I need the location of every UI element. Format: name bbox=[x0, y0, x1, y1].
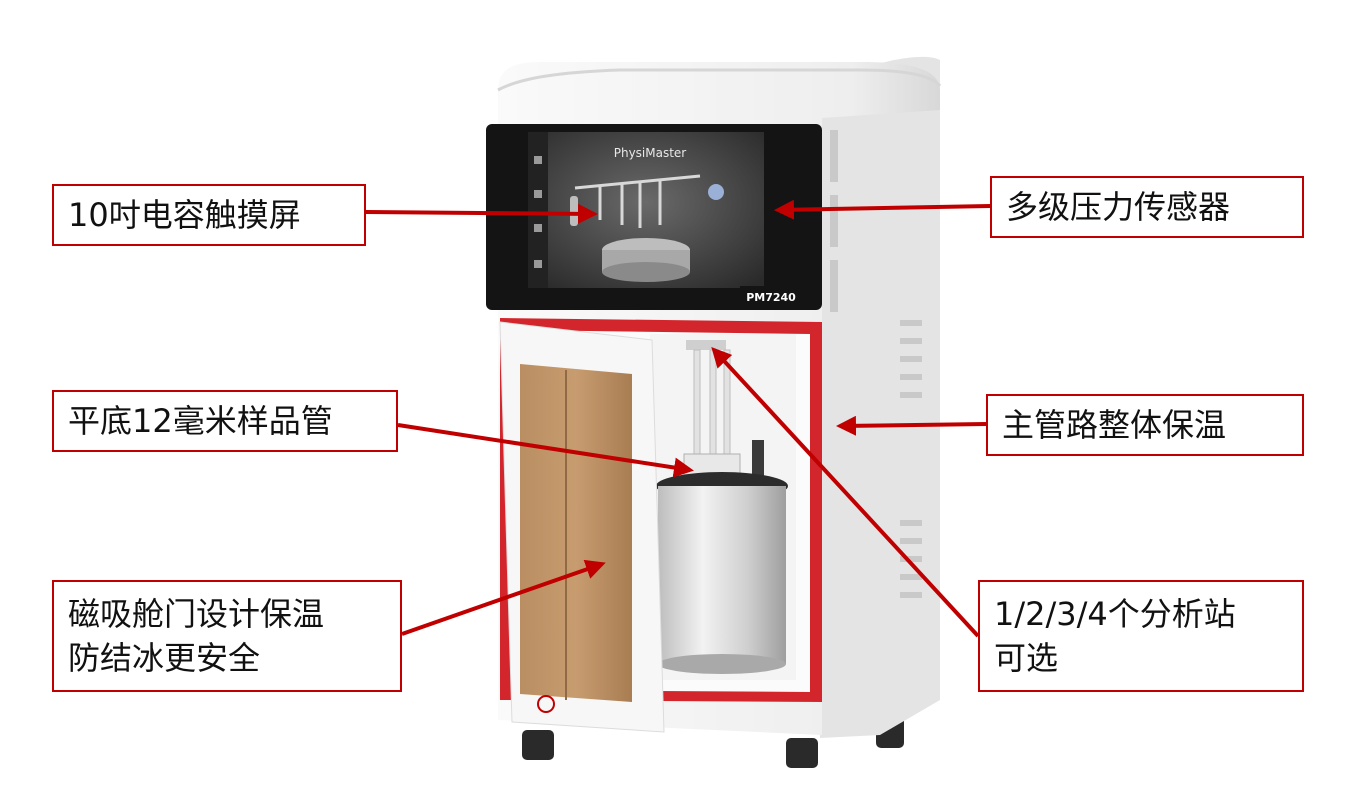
callout-text-line2: 防结冰更安全 bbox=[68, 639, 261, 677]
callout-text: 主管路整体保温 bbox=[1002, 406, 1227, 444]
callout-text-line1: 磁吸舱门设计保温 bbox=[68, 595, 325, 633]
callout-pressure-sensor: 多级压力传感器 bbox=[990, 176, 1304, 238]
callout-text: 平底12毫米样品管 bbox=[68, 402, 333, 440]
callout-stations: 1/2/3/4个分析站 可选 bbox=[978, 580, 1304, 692]
model-label: PM7240 bbox=[746, 291, 796, 304]
callout-insulation: 主管路整体保温 bbox=[986, 394, 1304, 456]
manifold-graphic bbox=[574, 174, 701, 228]
screen-app-title: PhysiMaster bbox=[614, 146, 687, 160]
callout-text: 10吋电容触摸屏 bbox=[68, 196, 301, 234]
brand-logo bbox=[537, 695, 555, 713]
callout-text: 多级压力传感器 bbox=[1006, 188, 1231, 226]
callout-text-line1: 1/2/3/4个分析站 bbox=[994, 595, 1236, 633]
cabinet-side bbox=[820, 56, 940, 738]
callout-arrows bbox=[365, 199, 991, 638]
callout-sample-tube: 平底12毫米样品管 bbox=[52, 390, 398, 452]
side-vents bbox=[830, 130, 922, 598]
callout-touchscreen: 10吋电容触摸屏 bbox=[52, 184, 366, 246]
dewar bbox=[658, 486, 786, 664]
callout-text-line2: 可选 bbox=[994, 639, 1059, 677]
sample-tubes bbox=[683, 340, 764, 480]
callout-door: 磁吸舱门设计保温 防结冰更安全 bbox=[52, 580, 402, 692]
door-window bbox=[520, 364, 632, 702]
